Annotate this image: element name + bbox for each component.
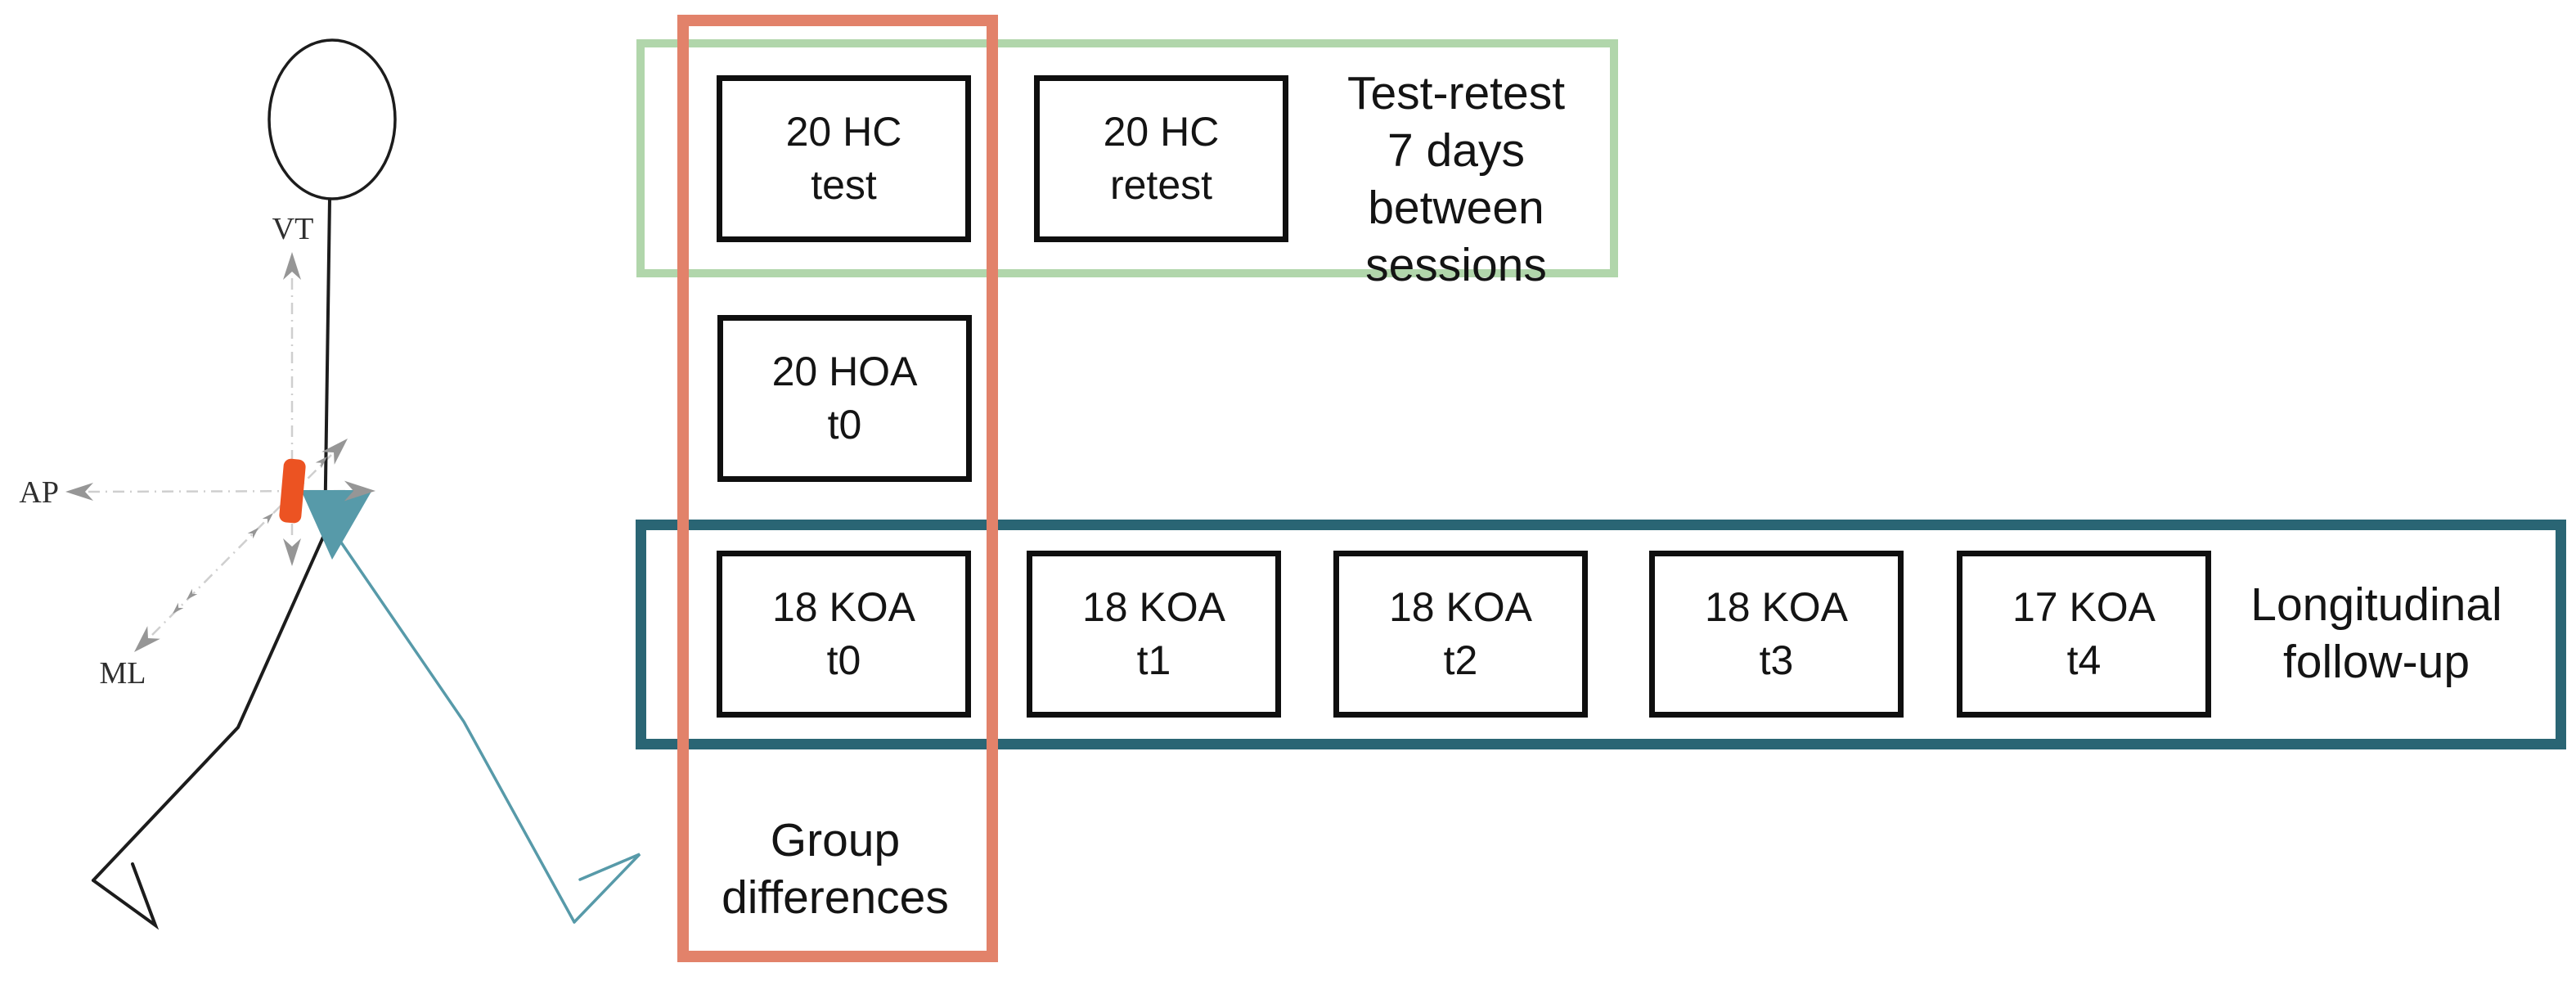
caption-test-retest: Test-retest 7 days between sessions [1297,65,1616,294]
ml-axis-line [151,454,332,636]
stick-figure-illustration: VT AP ML [19,38,641,930]
box-line: test [811,162,877,208]
box-koa-t3: 18 KOA t3 [1649,551,1904,718]
box-hoa-t0: 20 HOA t0 [717,315,972,482]
swing-leg [338,538,641,924]
box-line: t2 [1443,637,1478,683]
caption-line: follow-up [2282,636,2470,688]
imu-sensor [279,458,306,524]
box-line: 18 KOA [1081,584,1226,630]
vt-arrowhead-down [283,538,301,566]
box-koa-t0: 18 KOA t0 [717,551,971,718]
caption-line: 7 days between [1368,124,1544,234]
group-differences-frame [677,15,998,962]
box-hc-test: 20 HC test [717,75,971,242]
pelvis-marker [301,490,372,560]
box-line: t0 [827,402,862,448]
caption-line: sessions [1365,239,1547,291]
box-line: t3 [1759,637,1794,683]
box-koa-t2: 18 KOA t2 [1333,551,1588,718]
box-line: 20 HC [785,109,902,155]
stance-leg [92,532,326,930]
torso [323,198,331,539]
box-koa-t4: 17 KOA t4 [1957,551,2211,718]
box-line: t4 [2066,637,2102,683]
head [267,38,397,200]
caption-line: Test-retest [1346,67,1566,119]
box-line: 20 HC [1103,109,1220,155]
box-line: 17 KOA [2012,584,2156,630]
box-line: 20 HOA [771,349,918,394]
box-hc-retest: 20 HC retest [1034,75,1288,242]
vt-arrowhead-up [283,252,301,280]
caption-line: differences [722,871,949,924]
caption-group-differences: Group differences [668,812,1003,926]
box-line: retest [1109,162,1213,208]
box-line: t0 [826,637,861,683]
box-line: 18 KOA [1704,584,1849,630]
caption-line: Longitudinal [2250,578,2502,631]
axis-label-ml: ML [100,656,146,691]
box-line: t1 [1136,637,1171,683]
box-koa-t1: 18 KOA t1 [1027,551,1281,718]
box-line: 18 KOA [771,584,916,630]
axis-label-ap: AP [19,475,59,510]
caption-longitudinal: Longitudinal follow-up [2209,576,2544,691]
axis-label-vt: VT [272,212,314,246]
box-line: 18 KOA [1388,584,1533,630]
longitudinal-frame [636,520,2566,749]
test-retest-frame [636,39,1618,277]
caption-line: Group [770,814,901,866]
